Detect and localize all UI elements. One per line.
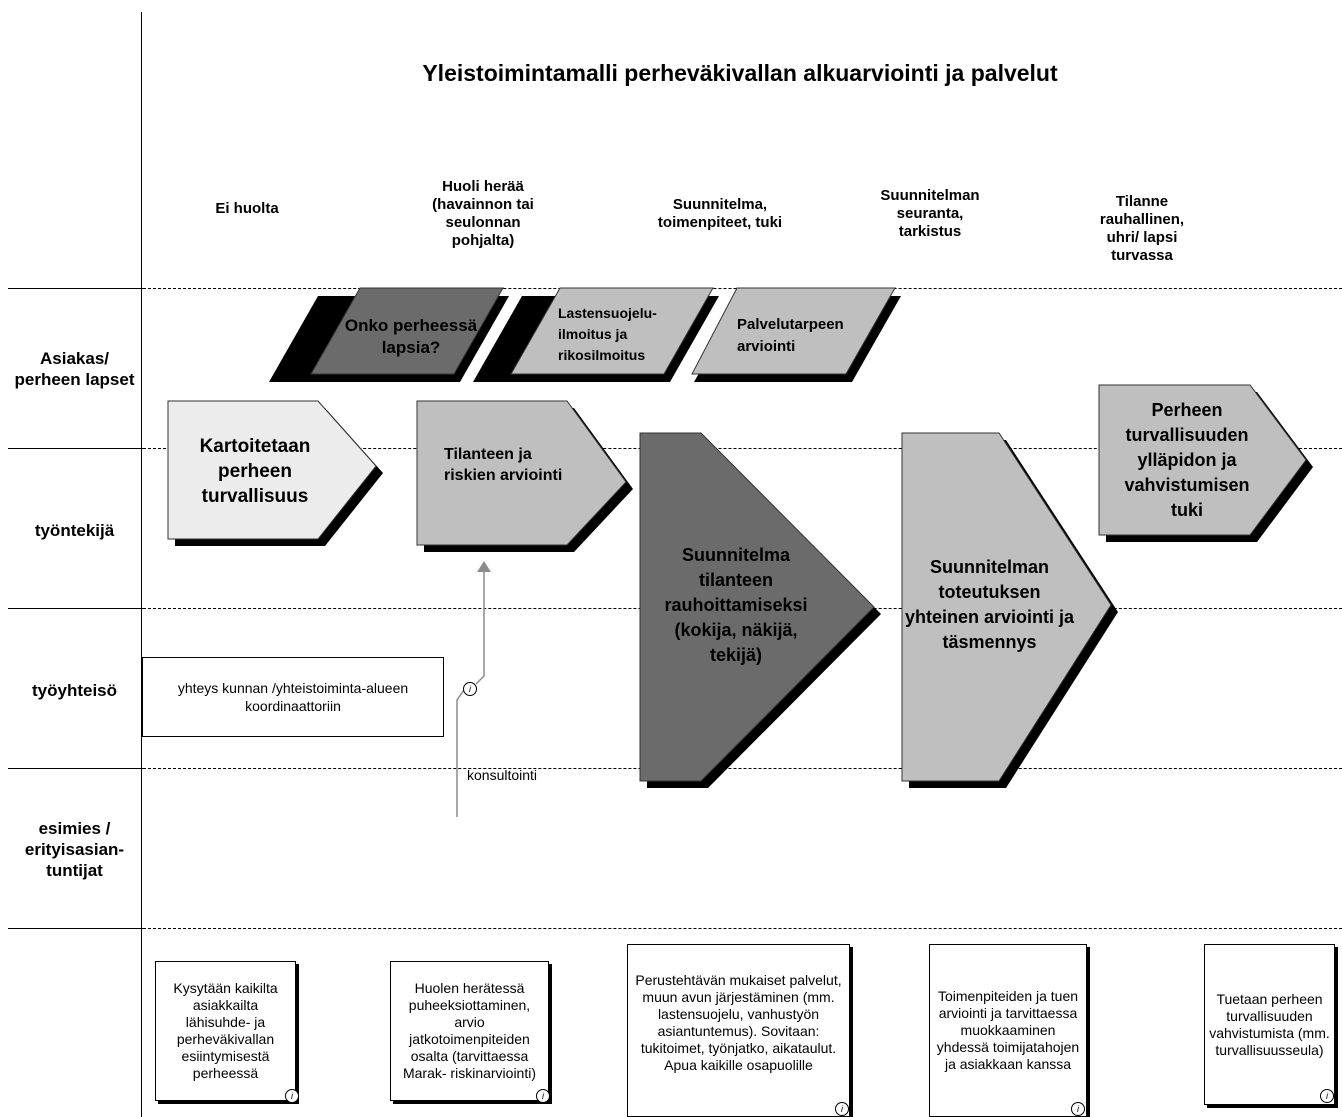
info-icon: i [1320, 1089, 1334, 1103]
phase-header-follow-up: Suunnitelman seuranta, tarkistus [880, 187, 980, 240]
consultation-connector [475, 572, 485, 685]
lane-divider [8, 768, 143, 769]
lane-divider [8, 448, 143, 449]
phase-header-plan: Suunnitelma, toimenpiteet, tuki [657, 196, 783, 231]
pentagon-text-calming-plan: Suunnitelma tilanteen rauhoittamiseksi (… [664, 545, 808, 665]
coordinator-contact-box: yhteys kunnan /yhteistoiminta-alueen koo… [142, 657, 444, 737]
parallelogram-text-service-need: Palvelutarpeen arviointi [737, 316, 844, 355]
decision-parallelogram-children [310, 287, 504, 375]
phase-header-no-concern: Ei huolta [215, 200, 279, 217]
phase-header-calm: Tilanne rauhallinen, uhri/ lapsi turvass… [1099, 193, 1185, 264]
lane-divider [8, 288, 143, 289]
pentagon-safety-support [1098, 384, 1307, 536]
info-icon: i [1071, 1102, 1085, 1116]
lane-divider [143, 768, 1342, 769]
info-icon: i [463, 682, 477, 696]
pentagon-map-safety [167, 400, 377, 540]
connector-arrowhead [477, 561, 491, 572]
pentagon-text-safety-support: Perheen turvallisuuden ylläpidon ja vahv… [1124, 400, 1250, 520]
lane-label-supervisor: esimies / erityisasian-tuntijat [24, 819, 125, 880]
info-icon: i [536, 1089, 550, 1103]
pentagon-risk-assessment [416, 400, 627, 546]
pentagon-text-risk-assessment: Tilanteen ja riskien arviointi [444, 446, 563, 484]
lane-divider [8, 928, 143, 929]
note-plan: Perustehtävän mukaiset palvelut, muun av… [627, 944, 850, 1117]
pentagon-joint-evaluation [901, 432, 1112, 782]
consultation-connector [456, 689, 465, 817]
lane-divider [143, 928, 1342, 929]
lane-divider [8, 608, 143, 609]
info-icon: i [835, 1102, 849, 1116]
pentagon-calming-plan [639, 432, 875, 782]
lane-divider-vertical [141, 12, 142, 1117]
lane-label-work-community: työyhteisö [31, 681, 118, 700]
lane-label-client: Asiakas/ perheen lapset [14, 349, 135, 389]
note-calm: Tuetaan perheen turvallisuuden vahvistum… [1204, 944, 1335, 1105]
lane-divider [143, 448, 1342, 449]
lane-label-worker: työntekijä [34, 521, 115, 540]
note-follow-up: Toimenpiteiden ja tuen arviointi ja tarv… [929, 944, 1087, 1117]
info-icon: i [285, 1089, 299, 1103]
service-need-parallelogram [691, 287, 896, 375]
note-concern: Huolen herätessä puheeksiottaminen, arvi… [390, 961, 549, 1101]
diagram-title: Yleistoimintamalli perheväkivallan alkua… [422, 60, 1058, 86]
note-no-concern: Kysytään kaikilta asiakkailta lähisuhde-… [155, 961, 296, 1101]
consultation-label: konsultointi [467, 767, 538, 783]
parallelogram-text-children: Onko perheessä lapsia? [344, 316, 478, 357]
report-parallelogram [510, 287, 714, 375]
phase-header-concern: Huoli herää (havainnon tai seulonnan poh… [432, 178, 534, 249]
pentagon-text-joint-evaluation: Suunnitelman toteutuksen yhteinen arvioi… [904, 557, 1075, 652]
pentagon-text-map-safety: Kartoitetaan perheen turvallisuus [199, 436, 311, 507]
parallelogram-text-report: Lastensuojelu-ilmoitus ja rikosilmoitus [558, 305, 657, 363]
